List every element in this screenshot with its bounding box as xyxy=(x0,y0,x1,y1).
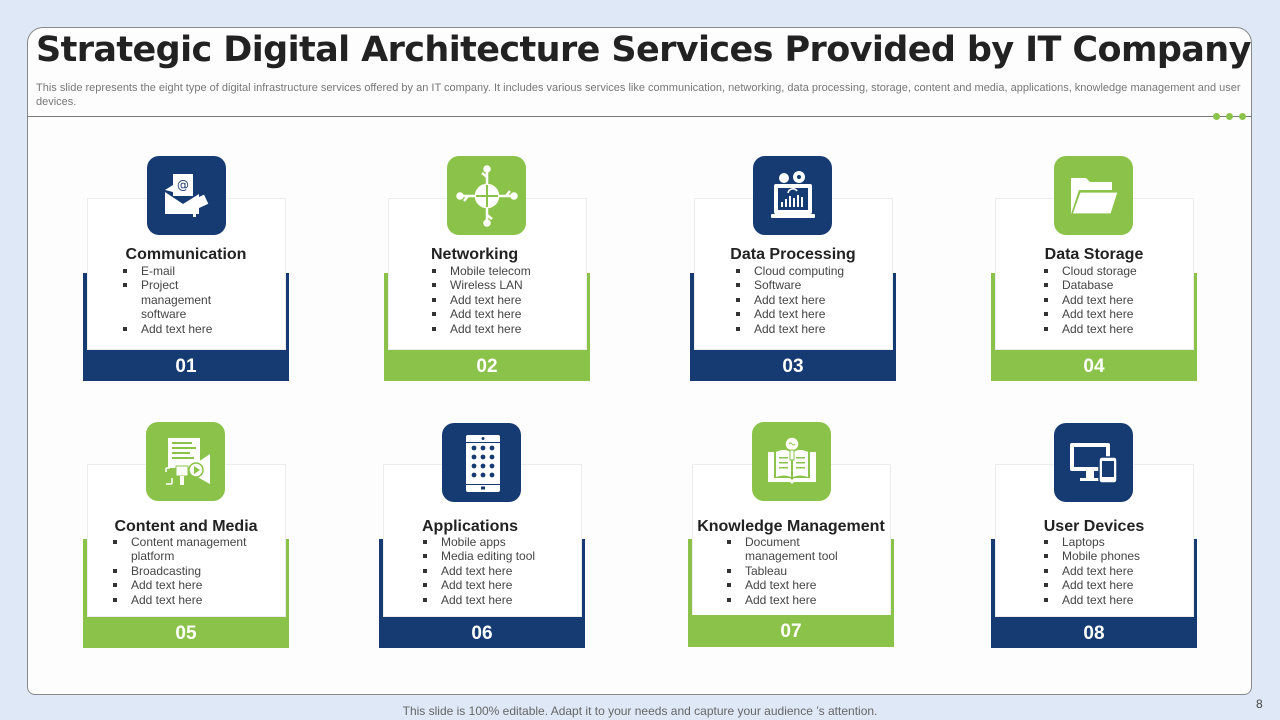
list-item: Mobile apps xyxy=(422,535,582,549)
card-item-list: Cloud computing Software Add text here A… xyxy=(735,264,890,336)
card-title: Networking xyxy=(431,246,519,263)
list-item: Project management software xyxy=(122,278,232,321)
list-item: Mobile telecom xyxy=(431,264,581,278)
card-title: Data Storage xyxy=(1044,246,1144,263)
card-item-list: E-mail Project management software Add t… xyxy=(122,264,232,336)
card-number: 02 xyxy=(384,350,590,381)
page-number: 8 xyxy=(1256,697,1263,711)
laptop-gears-chart-icon xyxy=(753,156,832,235)
card-number: 05 xyxy=(83,617,289,648)
list-item: Add text here xyxy=(422,578,582,592)
list-item: Add text here xyxy=(1043,593,1193,607)
list-item: Mobile phones xyxy=(1043,549,1193,563)
list-item: Add text here xyxy=(122,322,232,336)
card-title: Communication xyxy=(125,246,247,263)
list-item: Media editing tool xyxy=(422,549,582,563)
card-item-list: Content management platform Broadcasting… xyxy=(112,535,262,607)
list-item: Add text here xyxy=(422,564,582,578)
list-item: Add text here xyxy=(431,322,581,336)
list-item: Document management tool xyxy=(726,535,856,564)
card-number: 08 xyxy=(991,617,1197,648)
folder-icon xyxy=(1054,156,1133,235)
email-megaphone-icon: @ xyxy=(147,156,226,235)
card-title: Content and Media xyxy=(114,518,258,535)
list-item: Add text here xyxy=(112,578,262,592)
list-item: Wireless LAN xyxy=(431,278,581,292)
list-item: Add text here xyxy=(1043,578,1193,592)
list-item: Software xyxy=(735,278,890,292)
list-item: Add text here xyxy=(431,307,581,321)
footer-note: This slide is 100% editable. Adapt it to… xyxy=(402,704,878,718)
svg-text:@: @ xyxy=(177,178,189,192)
mobile-apps-icon xyxy=(442,423,521,502)
list-item: Cloud storage xyxy=(1043,264,1193,278)
card-item-list: Cloud storage Database Add text here Add… xyxy=(1043,264,1193,336)
decorative-dots xyxy=(1213,111,1252,121)
slide-subtitle: This slide represents the eight type of … xyxy=(36,82,1241,108)
list-item: Add text here xyxy=(1043,564,1193,578)
card-title: Data Processing xyxy=(730,246,856,263)
list-item: Add text here xyxy=(422,593,582,607)
list-item: Laptops xyxy=(1043,535,1193,549)
card-title: Knowledge Management xyxy=(697,518,885,535)
card-number: 04 xyxy=(991,350,1197,381)
list-item: Add text here xyxy=(112,593,262,607)
list-item: Add text here xyxy=(735,307,890,321)
list-item: Cloud computing xyxy=(735,264,890,278)
list-item: E-mail xyxy=(122,264,232,278)
card-item-list: Mobile telecom Wireless LAN Add text her… xyxy=(431,264,581,336)
list-item: Tableau xyxy=(726,564,856,578)
desktop-mobile-icon xyxy=(1054,423,1133,502)
list-item: Add text here xyxy=(726,593,856,607)
list-item: Add text here xyxy=(431,293,581,307)
card-number: 06 xyxy=(379,617,585,648)
card-number: 03 xyxy=(690,350,896,381)
card-item-list: Laptops Mobile phones Add text here Add … xyxy=(1043,535,1193,607)
card-number: 07 xyxy=(688,615,894,646)
list-item: Add text here xyxy=(726,578,856,592)
card-title: Applications xyxy=(422,518,519,535)
list-item: Database xyxy=(1043,278,1193,292)
title-divider xyxy=(28,116,1214,117)
list-item: Add text here xyxy=(735,293,890,307)
list-item: Broadcasting xyxy=(112,564,262,578)
list-item: Add text here xyxy=(1043,293,1193,307)
card-item-list: Document management tool Tableau Add tex… xyxy=(726,535,856,607)
card-item-list: Mobile apps Media editing tool Add text … xyxy=(422,535,582,607)
book-lightbulb-icon xyxy=(752,422,831,501)
list-item: Add text here xyxy=(1043,322,1193,336)
card-title: User Devices xyxy=(1043,518,1145,535)
list-item: Content management platform xyxy=(112,535,262,564)
list-item: Add text here xyxy=(735,322,890,336)
globe-network-icon xyxy=(447,156,526,235)
slide-title: Strategic Digital Architecture Services … xyxy=(36,30,1251,70)
card-number: 01 xyxy=(83,350,289,381)
list-item: Add text here xyxy=(1043,307,1193,321)
document-video-megaphone-icon xyxy=(146,422,225,501)
